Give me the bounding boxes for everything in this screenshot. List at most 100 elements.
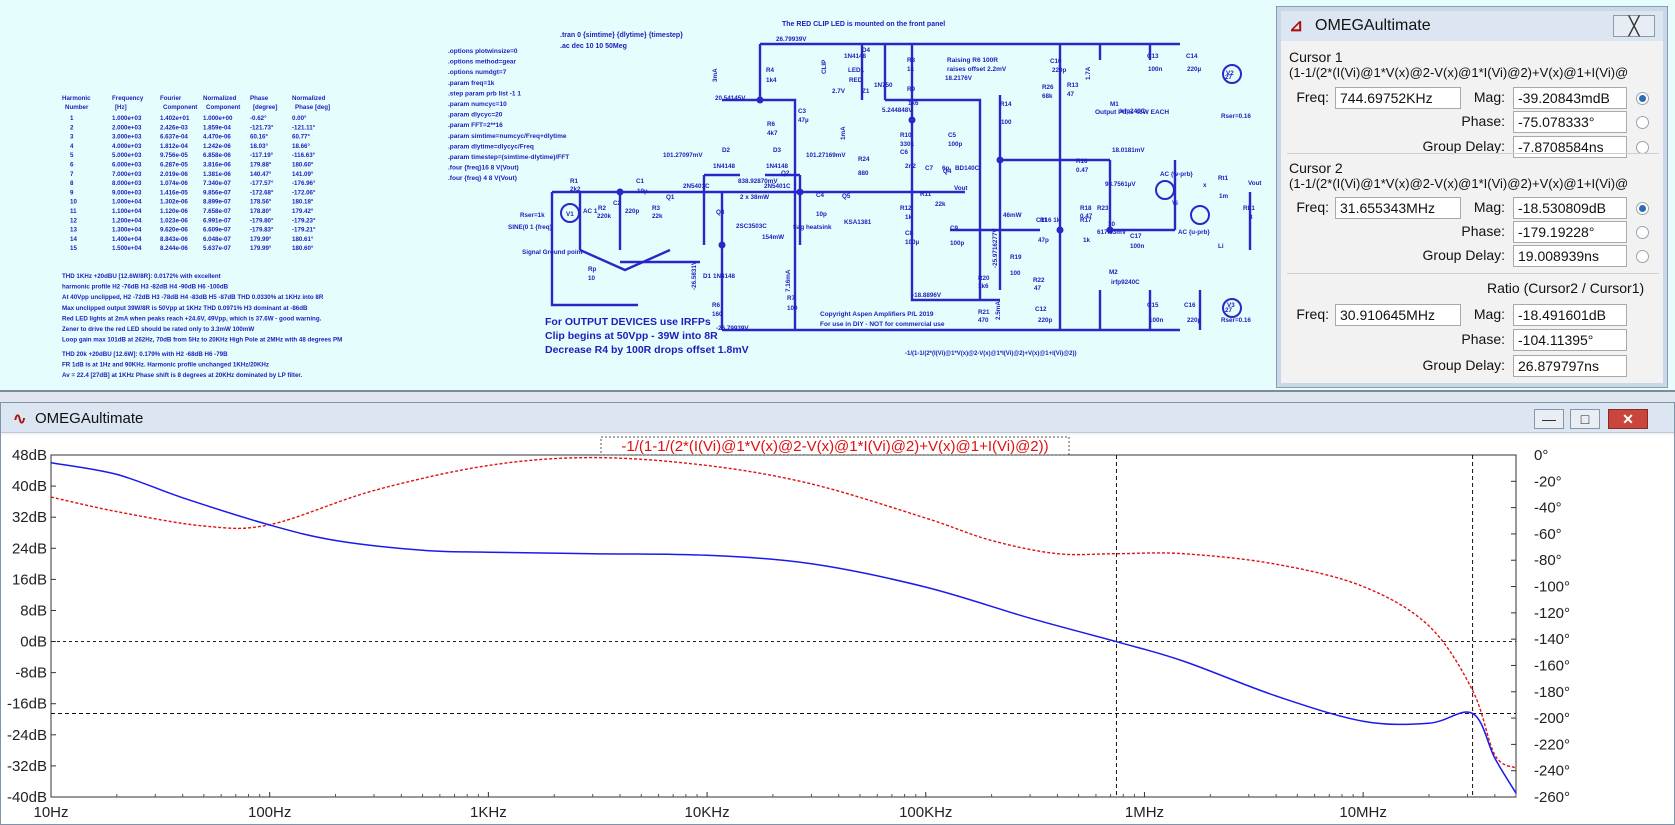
component-label-v3[interactable]: V3	[1227, 302, 1235, 309]
component-label-n17[interactable]: 7.16mA	[785, 269, 792, 292]
component-label-q2[interactable]: Q2	[781, 170, 790, 177]
component-label-d3[interactable]: D3	[773, 147, 782, 154]
close-button[interactable]: ✕	[1608, 409, 1648, 429]
cursor1-phase-radio[interactable]	[1636, 116, 1649, 129]
component-label-c9v[interactable]: 100p	[950, 240, 965, 247]
cursor2-freq-field[interactable]: 31.655343MHz	[1335, 197, 1461, 219]
component-label-d4[interactable]: D4	[862, 47, 871, 54]
component-label-r9[interactable]: R9	[907, 86, 916, 93]
component-label-q3[interactable]: Q3	[716, 209, 725, 216]
component-label-c14[interactable]: C14	[1186, 53, 1198, 60]
component-label-c7[interactable]: C7	[925, 165, 934, 172]
component-label-r24v[interactable]: 880	[858, 170, 869, 177]
component-label-n20[interactable]: 1mA	[840, 126, 847, 140]
component-label-rt1[interactable]: Rt1	[1218, 175, 1229, 182]
component-label-rser_in[interactable]: Rser=1k	[520, 212, 545, 219]
component-label-r2[interactable]: R2	[598, 205, 607, 212]
component-label-sgp[interactable]: Signal Ground point	[522, 249, 583, 256]
cursor2-mag-radio[interactable]	[1636, 202, 1649, 215]
cursor-dialog[interactable]: ⊿ OMEGAultimate ╳ Cursor 1 (1-1/(2*(I(Vi…	[1276, 6, 1668, 388]
component-label-m1[interactable]: M1	[1110, 101, 1119, 108]
component-label-n9[interactable]: 18.0181mV	[1112, 147, 1145, 154]
component-label-c12v[interactable]: 220p	[1038, 317, 1053, 324]
component-label-ac_vi[interactable]: AC {w-prb}	[1160, 171, 1193, 178]
component-label-rser3[interactable]: Rser=0.16	[1221, 317, 1251, 324]
component-label-r19v[interactable]: 100	[1010, 270, 1021, 277]
component-label-r1[interactable]: R1	[570, 178, 579, 185]
component-label-flag[interactable]: flag heatsink	[793, 224, 832, 231]
component-label-r14[interactable]: R14	[1000, 101, 1012, 108]
component-label-r24[interactable]: R24	[858, 156, 870, 163]
component-label-r18v[interactable]: 0.47	[1080, 213, 1093, 220]
component-label-n13[interactable]: 154mW	[762, 234, 784, 241]
component-label-c13v[interactable]: 100n	[1148, 66, 1163, 73]
component-label-r23[interactable]: R23	[1097, 205, 1109, 212]
component-label-c15[interactable]: C15	[1147, 302, 1159, 309]
component-label-r6[interactable]: R6	[767, 121, 776, 128]
component-label-r22[interactable]: R22	[1033, 277, 1045, 284]
component-label-c1v[interactable]: 10µ	[637, 188, 648, 195]
component-label-q5t[interactable]: KSA1381	[844, 219, 872, 226]
plot-area[interactable]: -1/(1-1/(2*(I(Vi)@1*V(x)@2-V(x)@1*I(Vi)@…	[1, 435, 1674, 824]
waveform-window[interactable]: ∿ OMEGAultimate — □ ✕ -1/(1-1/(2*(I(Vi)@…	[0, 402, 1675, 825]
component-label-r11[interactable]: R11	[920, 191, 932, 198]
component-label-r10v[interactable]: 330k	[900, 141, 915, 148]
component-label-c8v[interactable]: 100µ	[905, 239, 920, 246]
component-label-r13v[interactable]: 47	[1067, 91, 1075, 98]
component-label-led1[interactable]: LED1	[848, 67, 865, 74]
component-label-n18[interactable]: -25.9716277V	[992, 228, 999, 268]
component-label-r12v[interactable]: 1k	[905, 214, 913, 221]
component-label-q4t[interactable]: BD140C	[955, 165, 980, 172]
component-label-n21[interactable]: 1.7A	[1085, 66, 1092, 80]
component-label-r7v[interactable]: 100	[787, 305, 798, 312]
component-label-r8v[interactable]: 1k	[907, 66, 915, 73]
schematic-canvas[interactable]: The RED CLIP LED is mounted on the front…	[0, 0, 1675, 392]
component-label-rl1v[interactable]: 8	[1249, 214, 1253, 221]
component-label-c1[interactable]: C1	[636, 178, 645, 185]
cursor2-gd-radio[interactable]	[1636, 250, 1649, 263]
component-label-v1[interactable]: V1	[566, 211, 574, 218]
component-label-z2[interactable]: 1N750	[874, 82, 893, 89]
component-label-r16[interactable]: R16	[1076, 158, 1088, 165]
component-label-clip[interactable]: CLIP	[821, 60, 828, 74]
bode-plot[interactable]: -1/(1-1/(2*(I(Vi)@1*V(x)@2-V(x)@1*I(Vi)@…	[1, 435, 1674, 824]
component-label-c7v[interactable]: 6p	[942, 165, 950, 172]
component-label-red[interactable]: RED	[849, 77, 863, 84]
component-label-c2v[interactable]: 220p	[625, 208, 640, 215]
component-label-n6[interactable]: 2 x 38mW	[740, 194, 769, 201]
component-label-c4[interactable]: C4	[816, 192, 825, 199]
component-label-n15[interactable]: -26.5831V	[691, 260, 698, 290]
component-label-c15v[interactable]: 100n	[1149, 317, 1164, 324]
component-label-c3v[interactable]: 47µ	[798, 117, 809, 124]
component-label-vout2[interactable]: Vout	[954, 185, 968, 192]
component-label-r1v[interactable]: 2k2	[570, 186, 581, 193]
component-label-c17[interactable]: C17	[1130, 233, 1142, 240]
component-label-rp[interactable]: Rp	[588, 266, 597, 273]
component-label-c13[interactable]: C13	[1147, 53, 1159, 60]
cursor1-mag-radio[interactable]	[1636, 92, 1649, 105]
component-label-r20[interactable]: R20	[978, 275, 990, 282]
component-label-r18[interactable]: R18	[1080, 205, 1092, 212]
component-label-n4[interactable]: 101.27169mV	[806, 152, 846, 159]
component-label-n8[interactable]: 18.2176V	[945, 75, 973, 82]
cursor2-phase-field[interactable]: -179.19228°	[1513, 221, 1627, 243]
component-label-n16[interactable]: 617.63mV	[1097, 229, 1127, 236]
component-label-n12[interactable]: -18.8896V	[912, 292, 942, 299]
component-label-r10[interactable]: R10	[900, 132, 912, 139]
component-label-d3t[interactable]: 1N4148	[766, 163, 789, 170]
component-label-c14v[interactable]: 220µ	[1187, 66, 1202, 73]
component-label-c5[interactable]: C5	[948, 132, 957, 139]
component-label-ac1[interactable]: AC 1	[583, 208, 598, 215]
component-label-z1[interactable]: Z1	[862, 88, 870, 95]
component-label-r6v[interactable]: 4k7	[767, 130, 778, 137]
component-label-q3t[interactable]: 2SC3503C	[736, 223, 767, 230]
component-label-vout[interactable]: Vout	[1248, 180, 1262, 187]
component-label-c9[interactable]: C9	[950, 225, 959, 232]
component-label-r3v[interactable]: 22k	[652, 213, 663, 220]
component-label-r19[interactable]: R19	[1010, 254, 1022, 261]
component-label-m1t[interactable]: irfp240C	[1120, 108, 1146, 115]
component-label-c12[interactable]: C12	[1035, 306, 1047, 313]
component-label-c10[interactable]: C10	[1050, 58, 1062, 65]
component-label-c2[interactable]: C2	[613, 200, 622, 207]
component-label-m2t[interactable]: irfp9240C	[1111, 279, 1140, 286]
